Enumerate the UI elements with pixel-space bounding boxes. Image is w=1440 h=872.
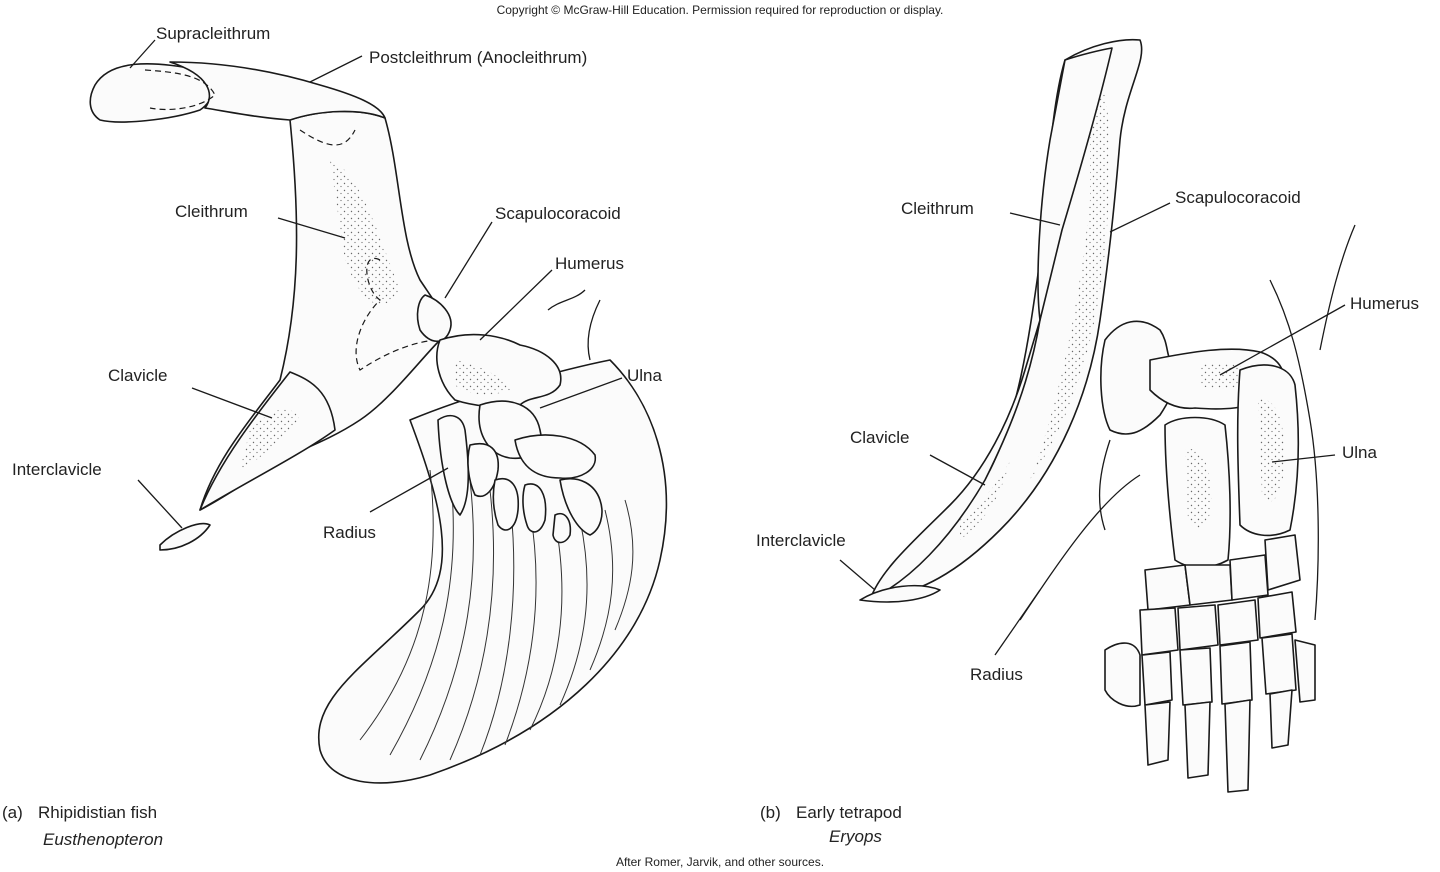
panel-a-leaders xyxy=(129,39,623,529)
panel-b-drawing xyxy=(859,38,1356,793)
scapulocoracoid-a xyxy=(416,294,452,343)
label-humerus-a: Humerus xyxy=(555,254,624,273)
panel-a-drawing xyxy=(89,61,668,784)
fin-rays xyxy=(359,469,634,761)
label-clavicle-a: Clavicle xyxy=(108,366,168,385)
label-radius-b: Radius xyxy=(970,665,1023,684)
panel-a-genus: Eusthenopteron xyxy=(43,830,163,849)
panel-a-title: Rhipidistian fish xyxy=(38,803,157,822)
panel-b-title: Early tetrapod xyxy=(796,803,902,822)
label-cleithrum-a: Cleithrum xyxy=(175,202,248,221)
label-ulna-a: Ulna xyxy=(627,366,663,385)
radius-a xyxy=(437,414,470,516)
panel-b-leaders xyxy=(839,202,1346,656)
label-humerus-b: Humerus xyxy=(1350,294,1419,313)
panel-a-letter: (a) xyxy=(2,803,23,822)
label-postcleithrum: Postcleithrum (Anocleithrum) xyxy=(369,48,587,67)
supracleithrum-bone xyxy=(89,62,214,123)
source-note: After Romer, Jarvik, and other sources. xyxy=(616,855,824,869)
label-clavicle-b: Clavicle xyxy=(850,428,910,447)
label-supracleithrum: Supracleithrum xyxy=(156,24,270,43)
hand-bones xyxy=(1104,534,1316,793)
label-scapulocoracoid-b: Scapulocoracoid xyxy=(1175,188,1301,207)
label-interclavicle-b: Interclavicle xyxy=(756,531,846,550)
label-cleithrum-b: Cleithrum xyxy=(901,199,974,218)
copyright-notice: Copyright © McGraw-Hill Education. Permi… xyxy=(497,3,944,17)
label-scapulocoracoid-a: Scapulocoracoid xyxy=(495,204,621,223)
interclavicle-bone xyxy=(159,523,211,551)
interclavicle-b-bone xyxy=(859,584,941,603)
postcleithrum-bone xyxy=(169,61,386,121)
panel-b-letter: (b) xyxy=(760,803,781,822)
label-interclavicle-a: Interclavicle xyxy=(12,460,102,479)
label-radius-a: Radius xyxy=(323,523,376,542)
label-ulna-b: Ulna xyxy=(1342,443,1378,462)
panel-b-genus: Eryops xyxy=(829,827,882,846)
